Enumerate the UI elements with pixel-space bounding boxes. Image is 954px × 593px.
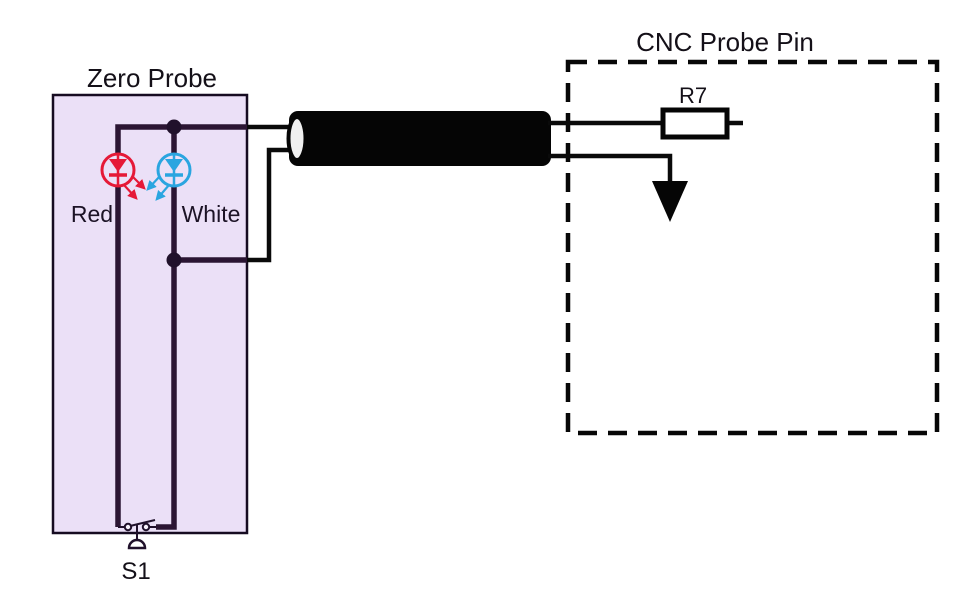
switch-contact-left-icon: [123, 522, 133, 532]
switch-contact-right-icon: [141, 522, 151, 532]
junction-dot-lower: [166, 252, 182, 268]
zero-probe-outline: [51, 93, 249, 535]
switch-label: S1: [121, 558, 150, 585]
wire-lower-to-cable: [247, 147, 296, 263]
push-button-switch-s1: S1: [118, 519, 156, 585]
white-led-label: White: [182, 201, 241, 227]
shielded-cable: [286, 111, 551, 166]
white-led-emission-arrows-icon: [146, 175, 170, 201]
wire-top-left: [115, 124, 247, 154]
cnc-probe-pin-title: CNC Probe Pin: [636, 27, 814, 57]
junction-dot-top: [166, 119, 182, 135]
switch-button-dome-icon: [127, 538, 147, 550]
wire-white-led-down: [156, 186, 177, 530]
probe-internal-wires: [115, 124, 247, 530]
cable-body-icon: [289, 111, 551, 166]
red-led-emission-arrows-icon: [123, 175, 146, 200]
wire-cable-to-ground: [548, 153, 673, 182]
ground-symbol-icon: [652, 181, 688, 222]
cable-end-cap-icon: [286, 115, 308, 162]
red-led-label: Red: [71, 201, 113, 227]
cnc-probe-pin-outline: [565, 59, 940, 436]
red-led: Red: [71, 152, 146, 227]
probe-pin-wires: [548, 120, 743, 182]
white-led-diode-triangle-icon: [165, 159, 183, 172]
white-led-circle-icon: [156, 152, 192, 188]
white-led: White: [146, 152, 241, 227]
zero-probe-box: Zero Probe: [51, 63, 249, 535]
resistor-body-icon: [660, 107, 730, 140]
zero-probe-title: Zero Probe: [87, 63, 217, 93]
resistor-label: R7: [679, 83, 707, 108]
cnc-probe-pin-box: CNC Probe Pin: [565, 27, 940, 436]
red-led-circle-icon: [100, 152, 136, 188]
switch-lever-icon: [129, 519, 156, 527]
resistor-r7: R7: [660, 83, 730, 140]
red-led-diode-triangle-icon: [109, 159, 127, 172]
